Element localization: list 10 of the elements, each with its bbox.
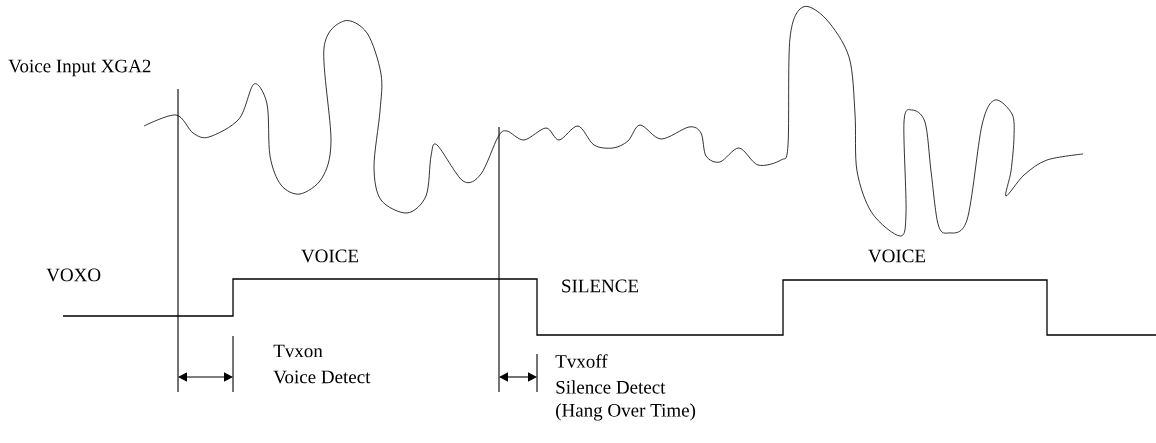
timing-label: Silence Detect bbox=[556, 380, 666, 394]
signal-label: VOXO bbox=[46, 268, 101, 282]
state-label: VOICE bbox=[301, 249, 359, 263]
timing-label: Tvxon bbox=[273, 344, 323, 358]
timing-label: (Hang Over Time) bbox=[556, 403, 696, 421]
state-label: VOICE bbox=[868, 249, 926, 263]
timing-label: Tvxoff bbox=[555, 354, 608, 368]
state-label: SILENCE bbox=[562, 279, 639, 293]
timing-label: Voice Detect bbox=[273, 370, 371, 384]
signal-label: Voice Input XGA2 bbox=[8, 59, 151, 77]
